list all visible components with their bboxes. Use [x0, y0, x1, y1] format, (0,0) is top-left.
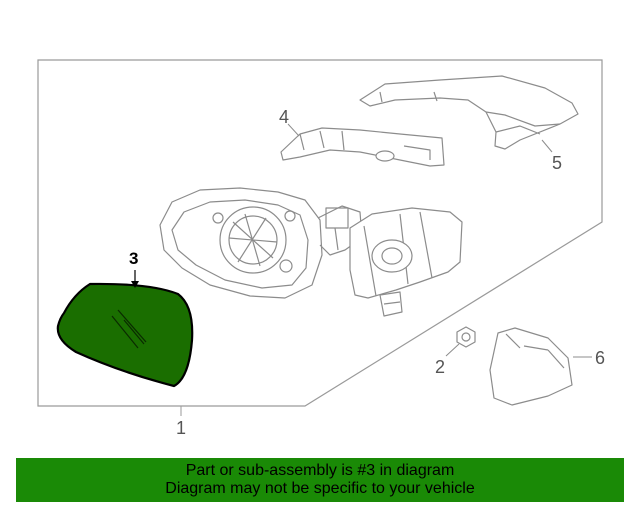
callout-1: 1: [176, 418, 187, 438]
mirror-housing: [159, 187, 363, 299]
banner-line-1: Part or sub-assembly is #3 in diagram: [185, 462, 455, 479]
callout-4: 4: [279, 107, 290, 127]
part-5-mirror-cover: [359, 75, 579, 150]
callout-3: 3: [129, 249, 139, 268]
callout-4-leader: [287, 123, 300, 137]
mirror-base: [349, 207, 463, 317]
callout-2: 2: [435, 357, 446, 377]
mirror-glass-icon: [56, 282, 194, 388]
callout-6: 6: [595, 348, 606, 368]
part-3-mirror-glass[interactable]: [56, 282, 194, 388]
callout-2-leader: [445, 343, 460, 357]
part-6-lower-cover: [489, 327, 573, 406]
glass-reflection-lines: [111, 309, 147, 349]
part-4-turn-signal: [280, 127, 445, 167]
assembly-outline: [37, 59, 603, 407]
part-2-hex-nut: [456, 326, 476, 348]
banner-line-2: Diagram may not be specific to your vehi…: [165, 480, 475, 497]
info-banner: Part or sub-assembly is #3 in diagram Di…: [16, 458, 624, 502]
callout-5-leader: [541, 139, 553, 153]
callout-3-arrowhead: [131, 281, 139, 288]
callout-5: 5: [552, 153, 563, 173]
